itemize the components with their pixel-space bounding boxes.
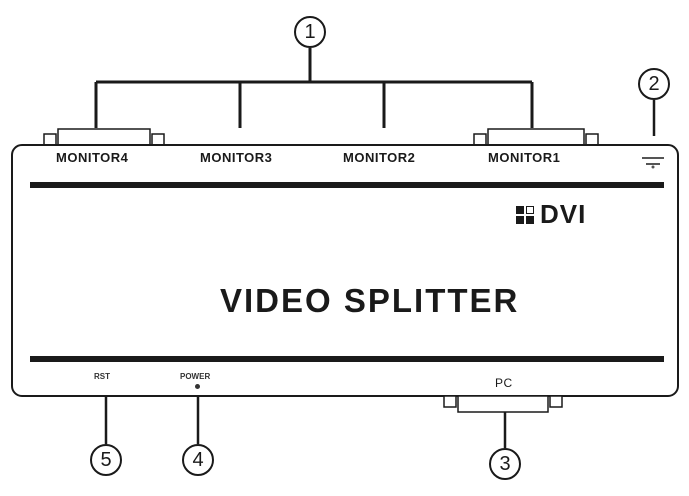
dvi-logo-text: DVI xyxy=(540,199,587,229)
power-led-icon xyxy=(195,384,200,389)
bottom-stripe xyxy=(30,356,664,362)
dvi-logo: DVI xyxy=(516,199,586,230)
dvi-logo-mark-icon xyxy=(516,205,534,224)
port-label-pc: PC xyxy=(495,376,513,390)
port-label-monitor3: MONITOR3 xyxy=(200,150,273,165)
product-title: VIDEO SPLITTER xyxy=(220,282,520,319)
power-label: POWER xyxy=(180,372,211,381)
callout-2: 2 xyxy=(638,68,670,100)
connector-pc xyxy=(443,395,563,413)
connector-monitor1 xyxy=(473,128,599,146)
monitor-bracket xyxy=(94,48,534,128)
connector-monitor4 xyxy=(43,128,165,146)
port-label-monitor4: MONITOR4 xyxy=(56,150,129,165)
rst-label: RST xyxy=(94,372,110,381)
port-label-monitor2: MONITOR2 xyxy=(343,150,416,165)
audio-jack-icon xyxy=(640,155,666,169)
callout-3: 3 xyxy=(489,448,521,480)
top-stripe xyxy=(30,182,664,188)
device-body xyxy=(11,144,679,397)
callout-5: 5 xyxy=(90,444,122,476)
callout-1: 1 xyxy=(294,16,326,48)
port-label-monitor1: MONITOR1 xyxy=(488,150,561,165)
callout-4: 4 xyxy=(182,444,214,476)
